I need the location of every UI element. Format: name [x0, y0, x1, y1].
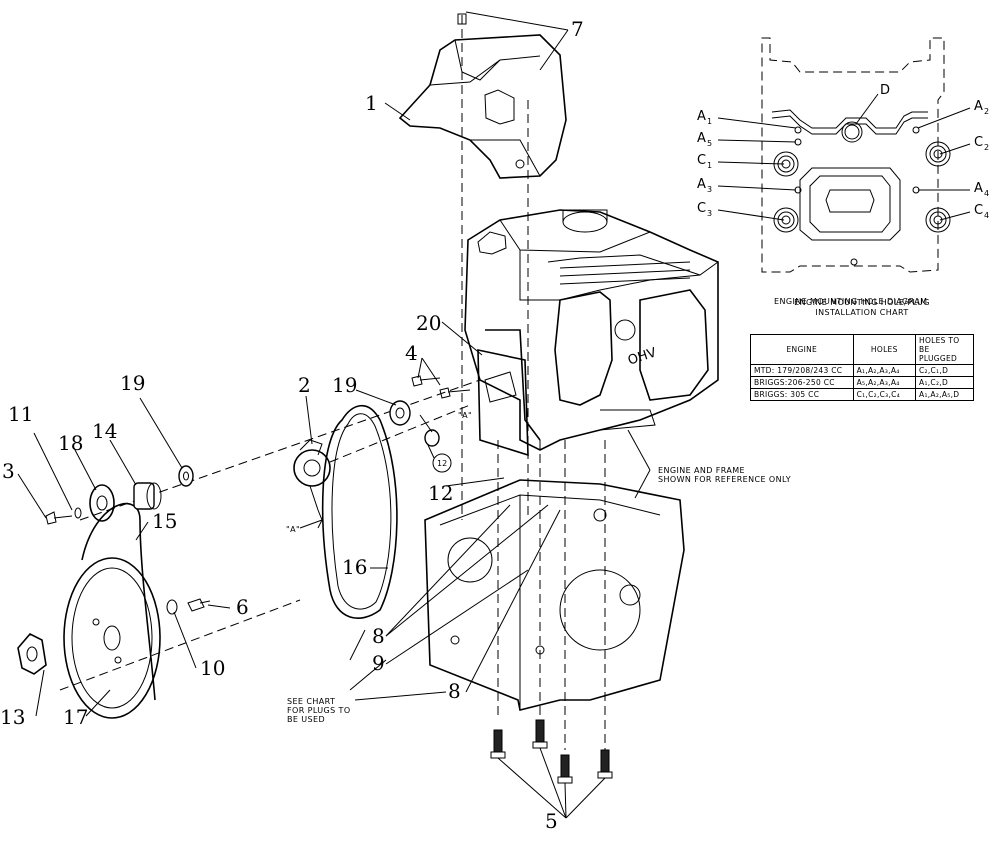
svg-text:4: 4	[984, 211, 989, 220]
small-bolts	[411, 375, 471, 447]
callout-2: 2	[298, 373, 311, 397]
engine: OHV	[464, 209, 719, 451]
row-plugged: A₁,C₂,D	[915, 376, 974, 389]
callout-16: 16	[342, 555, 367, 579]
svg-text:4: 4	[984, 189, 989, 198]
svg-text:1: 1	[707, 161, 712, 170]
svg-text:C: C	[697, 201, 706, 216]
table-row: BRIGGS: 305 CC C₁,C₂,C₃,C₄ A₁,A₂,A₅,D	[750, 388, 974, 401]
install-chart-title-line2: INSTALLATION CHART	[815, 308, 909, 317]
note-see-chart-2: FOR PLUGS TO	[287, 706, 351, 715]
callout-12: 12	[428, 481, 453, 505]
callout-7: 7	[571, 17, 584, 41]
header-holes: HOLES	[852, 334, 917, 365]
callout-15: 15	[152, 509, 177, 533]
svg-text:5: 5	[707, 139, 712, 148]
assembly-dashed-lines	[59, 15, 606, 750]
row-plugged: A₁,A₂,A₅,D	[915, 388, 974, 401]
svg-text:2: 2	[984, 143, 989, 152]
callout-numbers: 1 2 3 4 5 6 7 8 8 9 10 11 12 13 14 15 16…	[0, 17, 584, 833]
callout-1: 1	[365, 91, 378, 115]
hole-diagram-title: ENGINE MOUNTING HOLE DIAGRAM	[774, 297, 927, 306]
row-holes: A₅,A₂,A₃,A₄	[852, 376, 917, 389]
callout-9: 9	[372, 651, 385, 675]
hole-label-d: D	[880, 83, 890, 98]
callout-14: 14	[92, 419, 117, 443]
svg-text:3: 3	[707, 209, 712, 218]
svg-text:A: A	[697, 131, 706, 146]
svg-text:C: C	[974, 203, 983, 218]
engine-mount-plate	[477, 349, 529, 457]
install-chart-title: ENGINE MOUNTING HOLE/PLUG INSTALLATION C…	[750, 298, 974, 318]
svg-text:A: A	[974, 99, 983, 114]
notes: ENGINE AND FRAME SHOWN FOR REFERENCE ONL…	[287, 466, 791, 724]
callout-8b: 8	[448, 679, 461, 703]
callout-10: 10	[200, 656, 225, 680]
callout-12-circled: 12	[437, 459, 447, 468]
note-engine-frame-2: SHOWN FOR REFERENCE ONLY	[658, 475, 791, 484]
row-engine: BRIGGS:206-250 CC	[750, 376, 854, 389]
belt-cover	[398, 13, 567, 179]
row-plugged: C₂,C₁,D	[915, 364, 974, 377]
callout-13: 13	[0, 705, 25, 729]
note-see-chart-3: BE USED	[287, 715, 325, 724]
callout-17: 17	[63, 705, 88, 729]
svg-text:A: A	[697, 109, 706, 124]
svg-text:A: A	[974, 181, 983, 196]
callout-6: 6	[236, 595, 249, 619]
marker-a-left: "A"	[286, 525, 300, 534]
marker-a-right: "A"	[458, 411, 472, 420]
callout-19a: 19	[120, 371, 145, 395]
callout-20: 20	[416, 311, 441, 335]
install-chart-table: ENGINE HOLES HOLES TO BE PLUGGED MTD: 17…	[750, 334, 974, 401]
callout-4: 4	[405, 341, 418, 365]
drive-belt	[321, 404, 398, 619]
callout-5: 5	[545, 809, 558, 833]
table-row: MTD: 179/208/243 CC A₁,A₂,A₃,A₄ C₂,C₁,D	[750, 364, 974, 377]
mounting-bolts	[490, 719, 613, 784]
row-holes: A₁,A₂,A₃,A₄	[852, 364, 917, 377]
svg-text:1: 1	[707, 117, 712, 126]
frame-housing	[424, 479, 685, 711]
callout-19b: 19	[332, 373, 357, 397]
table-row: BRIGGS:206-250 CC A₅,A₂,A₃,A₄ A₁,C₂,D	[750, 376, 974, 389]
leader-lines	[17, 11, 651, 819]
svg-text:A: A	[697, 177, 706, 192]
idler-assembly	[293, 439, 331, 529]
svg-text:3: 3	[707, 185, 712, 194]
install-chart-header-row: ENGINE HOLES HOLES TO BE PLUGGED	[750, 334, 974, 365]
header-engine: ENGINE	[750, 334, 854, 365]
callout-18: 18	[58, 431, 83, 455]
engine-logo: OHV	[626, 345, 658, 368]
install-chart-title-line1: ENGINE MOUNTING HOLE/PLUG	[794, 298, 930, 307]
svg-text:C: C	[974, 135, 983, 150]
note-engine-frame-1: ENGINE AND FRAME	[658, 466, 745, 475]
note-see-chart-1: SEE CHART	[287, 697, 335, 706]
callout-11: 11	[8, 402, 33, 426]
left-pulley-assembly	[17, 465, 211, 719]
row-holes: C₁,C₂,C₃,C₄	[852, 388, 917, 401]
svg-text:C: C	[697, 153, 706, 168]
header-holes-plugged: HOLES TO BE PLUGGED	[915, 334, 974, 365]
callout-3: 3	[2, 459, 15, 483]
callout-8a: 8	[372, 624, 385, 648]
svg-text:2: 2	[984, 107, 989, 116]
row-engine: MTD: 179/208/243 CC	[750, 364, 854, 377]
washer-right	[389, 400, 411, 426]
row-engine: BRIGGS: 305 CC	[750, 388, 854, 401]
